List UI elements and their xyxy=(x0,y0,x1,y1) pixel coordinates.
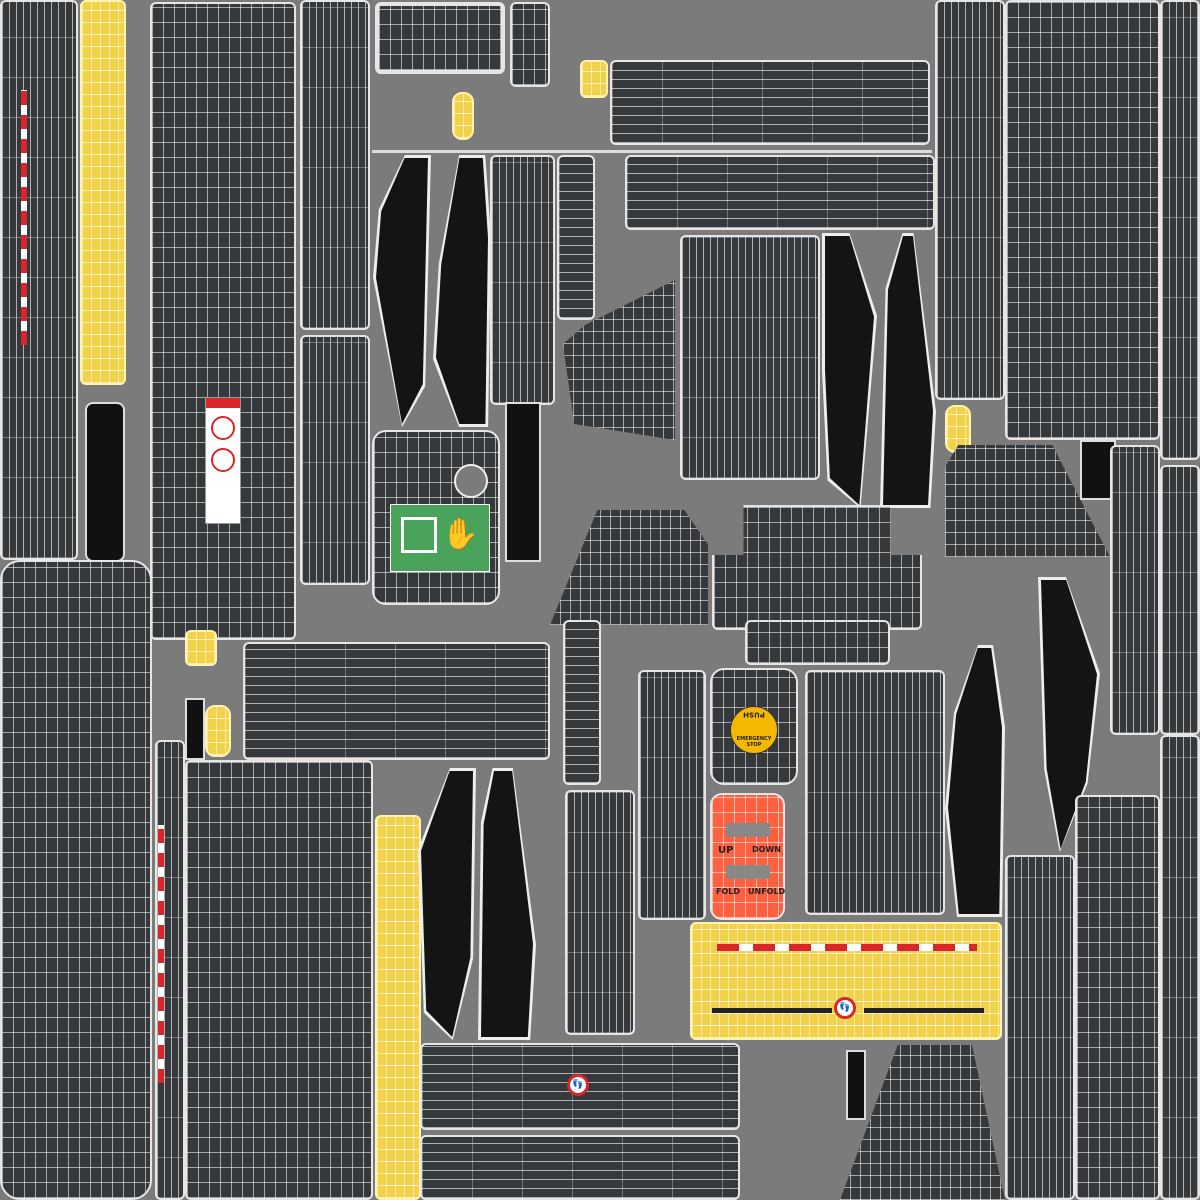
panel xyxy=(1110,445,1160,735)
red-white-stripe xyxy=(21,90,27,345)
hole xyxy=(454,464,488,498)
cross-panel-bottom xyxy=(745,620,890,665)
black-bar xyxy=(185,698,205,760)
unfold-label: UNFOLD xyxy=(748,887,786,896)
down-label: DOWN xyxy=(752,845,781,854)
small-panel xyxy=(510,2,550,87)
yellow-bar xyxy=(80,0,126,385)
warning-label-icon xyxy=(205,397,241,524)
panel xyxy=(243,642,550,760)
no-step-icon: 👣 xyxy=(567,1074,589,1096)
black-bar xyxy=(505,402,541,562)
black-bar xyxy=(846,1050,866,1120)
emergency-stop-label: EMERGENCY STOP xyxy=(736,736,772,749)
black-strip xyxy=(864,1008,984,1013)
panel xyxy=(805,670,945,915)
panel xyxy=(1160,465,1200,735)
large-left-panel xyxy=(0,560,152,1200)
panel xyxy=(490,155,555,405)
panel xyxy=(638,670,706,920)
sign-panel: ✋ xyxy=(372,430,500,605)
panel xyxy=(565,790,635,1035)
black-shard xyxy=(945,645,1005,917)
yellow-piece xyxy=(185,630,217,666)
cross-panel xyxy=(712,505,922,630)
hand-icon: ✋ xyxy=(441,517,479,552)
black-strip xyxy=(712,1008,832,1013)
yellow-piece xyxy=(452,92,474,140)
large-right-panel xyxy=(1075,795,1160,1200)
push-label: PUSH xyxy=(743,710,765,719)
tall-panel xyxy=(150,2,296,640)
top-wide-panel xyxy=(610,60,930,145)
red-white-stripe xyxy=(158,825,164,1083)
emergency-stop-panel: PUSH EMERGENCY STOP xyxy=(710,668,798,785)
emergency-exit-icon: ✋ xyxy=(390,504,490,572)
panel xyxy=(680,235,820,480)
wide-panel xyxy=(625,155,935,230)
large-panel xyxy=(185,760,373,1200)
black-shard xyxy=(418,768,476,1040)
small-bottom-panel xyxy=(420,1135,740,1200)
control-panel: UP DOWN FOLD UNFOLD xyxy=(710,793,785,920)
panel xyxy=(935,0,1005,400)
panel xyxy=(300,335,370,585)
black-shard xyxy=(373,155,431,427)
panel xyxy=(300,0,370,330)
yellow-piece xyxy=(945,405,971,453)
fold-label: FOLD xyxy=(716,887,741,896)
panel xyxy=(1005,855,1075,1200)
large-right-panel xyxy=(1005,0,1160,440)
black-bar xyxy=(85,402,125,562)
up-label: UP xyxy=(718,845,734,856)
yellow-piece xyxy=(580,60,608,98)
yellow-panel xyxy=(690,922,1002,1040)
yellow-piece xyxy=(205,705,231,757)
no-step-icon: 👣 xyxy=(834,997,856,1019)
panel xyxy=(563,620,601,785)
panel xyxy=(1160,0,1200,460)
black-shard xyxy=(880,233,936,508)
black-shard xyxy=(478,768,536,1040)
panel xyxy=(557,155,595,320)
emergency-stop-button[interactable]: PUSH EMERGENCY STOP xyxy=(730,706,778,754)
black-shard xyxy=(433,155,491,427)
left-strip-panel xyxy=(0,0,78,560)
yellow-bar xyxy=(375,815,421,1200)
trapezoid-panel xyxy=(550,510,708,625)
divider xyxy=(372,150,932,153)
top-frame-panel xyxy=(375,2,505,74)
panel xyxy=(1160,735,1200,1200)
red-white-stripe xyxy=(717,944,977,951)
black-shard xyxy=(822,233,877,508)
